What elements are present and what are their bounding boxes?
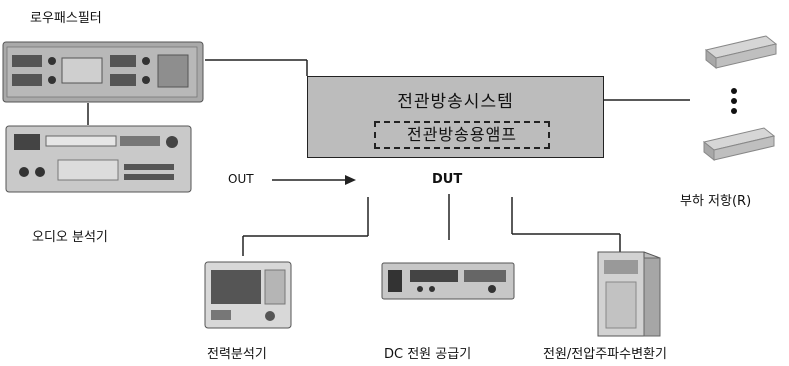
dc-power-supply-device [381,262,515,300]
out-label: OUT [228,172,254,186]
ellipsis-dot [731,108,737,114]
frequency-converter-device [597,251,661,337]
amplifier-box: 전관방송용앰프 [374,121,550,149]
lowpass-filter-device [2,41,204,103]
system-box: 전관방송시스템 전관방송용앰프 [307,76,604,158]
frequency-converter-label: 전원/전압주파수변환기 [543,347,667,362]
audio-analyzer-label: 오디오 분석기 [32,230,108,245]
ellipsis-dot [731,98,737,104]
load-resistor-bottom [702,127,776,162]
system-title: 전관방송시스템 [397,92,514,112]
power-analyzer-label: 전력분석기 [207,347,267,362]
power-analyzer-device [204,261,292,329]
audio-analyzer-device [5,125,192,193]
lowpass-filter-label: 로우패스필터 [30,11,102,26]
ellipsis-dot [731,88,737,94]
load-resistor-label: 부하 저항(R) [680,194,752,209]
dut-label: DUT [432,172,463,187]
load-resistor-top [704,35,778,70]
dc-power-supply-label: DC 전원 공급기 [384,347,472,362]
